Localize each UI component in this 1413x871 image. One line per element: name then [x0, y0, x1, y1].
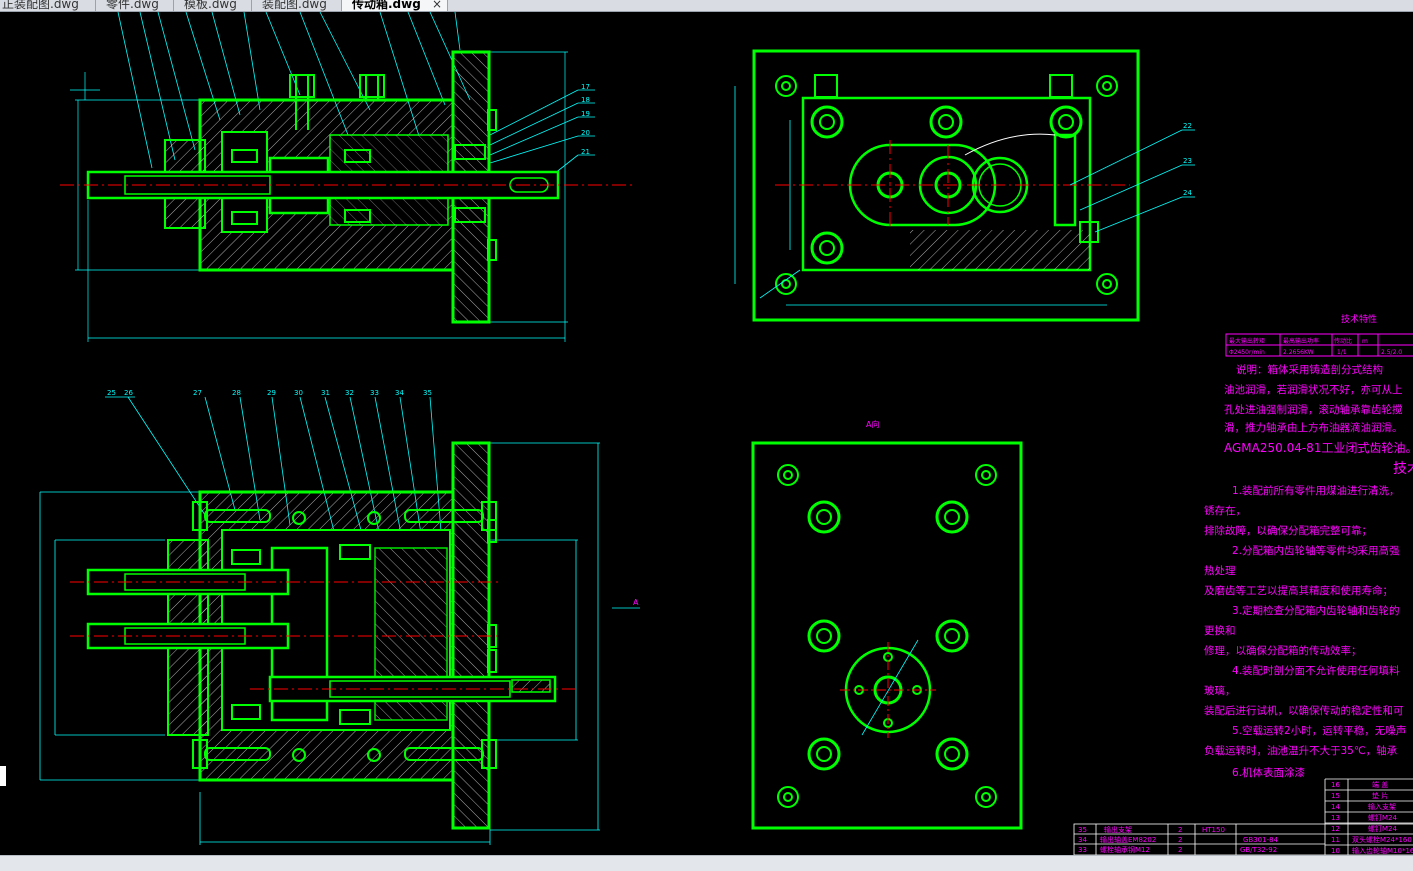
note-line: 油池润滑，若润滑状况不好，亦可从上 — [1224, 383, 1403, 396]
requirement-line: 玻璃， — [1204, 684, 1236, 697]
bom-cell: 端 盖 — [1372, 780, 1388, 789]
view-a-title: A向 — [866, 419, 879, 429]
bom-cell: 2 — [1178, 846, 1182, 854]
callout-18: 18 — [581, 96, 590, 104]
callout-17: 17 — [581, 83, 590, 91]
callout-26: 26 — [124, 389, 133, 397]
requirement-line: 2.分配箱内齿轮轴等零件均采用高强 — [1232, 544, 1400, 557]
tech-title: 技术特性 — [1341, 313, 1377, 325]
bom-cell: 2 — [1178, 836, 1182, 844]
requirement-line: 热处理 — [1204, 564, 1236, 577]
bom-cell: 33 — [1078, 846, 1087, 854]
bottom-leader-lines — [39, 396, 640, 845]
callout-28: 28 — [232, 389, 241, 397]
close-tab-icon[interactable]: × — [432, 0, 443, 11]
tech-value-m: 2.5/2.0 — [1381, 349, 1402, 356]
requirement-line: 更换和 — [1204, 624, 1236, 637]
cad-drawing-canvas[interactable]: 17 18 19 20 21 — [0, 12, 1413, 855]
bom-cell: 14 — [1331, 803, 1340, 811]
status-bar — [0, 855, 1413, 871]
requirement-line: 修理，以确保分配箱的传动效率； — [1204, 644, 1362, 657]
top-section-view: 17 18 19 20 21 — [60, 12, 635, 342]
bom-cell: 输出支架 — [1104, 825, 1132, 834]
end-view-leaders — [734, 86, 1195, 306]
tab-传动箱-active[interactable]: 传动箱.dwg — [342, 0, 448, 11]
bottom-section-view: 25 26 27 28 29 30 31 32 33 34 35 A — [39, 389, 640, 845]
bom-cell: 11 — [1331, 836, 1340, 844]
tech-header-m: m — [1362, 338, 1368, 345]
section-marker-a: A — [633, 598, 639, 607]
bom-cell: 13 — [1331, 814, 1340, 822]
top-callout-numbers: 17 18 19 20 21 — [581, 83, 590, 156]
bom-table: 35 输出支架 2 HT150 34 输出轴盖EM8202 2 GB301-84… — [1073, 778, 1413, 855]
bom-cell: 12 — [1331, 825, 1340, 833]
bom-cell: 输入齿轮轴M10*160 — [1352, 846, 1413, 855]
tech-header-ratio: 传动比 — [1334, 337, 1352, 345]
bom-cell: HT150 — [1202, 826, 1225, 834]
callout-29: 29 — [267, 389, 276, 397]
callout-33: 33 — [370, 389, 379, 397]
bottom-callout-numbers: 25 26 27 28 29 30 31 32 33 34 35 — [107, 389, 432, 397]
note-line: 说明：箱体采用铸造剖分式结构 — [1236, 363, 1383, 376]
requirements-title: 技术 — [1393, 461, 1413, 477]
bom-cell: 10 — [1331, 847, 1340, 855]
callout-30: 30 — [294, 389, 303, 397]
bom-cell: GB301-84 — [1243, 836, 1279, 844]
bom-cell: 垫 片 — [1372, 791, 1388, 800]
callout-20: 20 — [581, 129, 590, 137]
note-line: AGMA250.04-81工业闭式齿轮油。 — [1224, 441, 1413, 455]
note-line: 滑，推力轴承由上方布油器滴油润滑。 — [1224, 421, 1403, 434]
requirement-line: 4.装配时剖分面不允许使用任何填料 — [1232, 664, 1400, 677]
bom-cell: 螺栓轴承钢M12 — [1100, 845, 1150, 854]
bom-cell: 16 — [1331, 781, 1340, 789]
view-a: A向 — [751, 419, 1023, 830]
callout-22: 22 — [1183, 122, 1192, 130]
tech-value-torque: Φ2450r/min — [1229, 349, 1265, 356]
bom-cell: 35 — [1078, 826, 1087, 834]
tab-零件[interactable]: 零件.dwg — [96, 0, 174, 11]
document-tab-bar: 正装配图.dwg 零件.dwg 模板.dwg 装配图.dwg 传动箱.dwg × — [0, 0, 1413, 12]
tech-header-torque: 最大输出转矩 — [1229, 337, 1265, 345]
tech-notes: 技术特性 最大输出转矩 最高输出功率 传动比 m Φ2450r/min 2.26… — [1204, 313, 1413, 779]
callout-35: 35 — [423, 389, 432, 397]
requirement-line: 锈存在， — [1204, 504, 1246, 517]
bom-cell: 2 — [1178, 826, 1182, 834]
note-line: 孔处进油强制润滑，滚动轴承靠齿轮搅 — [1224, 403, 1403, 416]
top-end-view: 22 23 24 — [734, 49, 1195, 322]
bom-cell: 输出轴盖EM8202 — [1100, 835, 1156, 844]
requirement-line: 负载运转时，油池温升不大于35℃，轴承 — [1204, 744, 1398, 757]
tech-value-ratio: 1/1 — [1337, 349, 1347, 356]
bom-cell: 螺钉M24 — [1368, 813, 1397, 822]
bom-cell: 15 — [1331, 792, 1340, 800]
viewport-edge-marker — [0, 766, 6, 786]
callout-31: 31 — [321, 389, 330, 397]
tech-header-power: 最高输出功率 — [1283, 337, 1319, 345]
bom-cell: 螺钉M24 — [1368, 824, 1397, 833]
tech-table — [1225, 333, 1413, 357]
tab-正装配图[interactable]: 正装配图.dwg — [0, 0, 96, 11]
tech-value-power: 2.2656KW — [1283, 349, 1314, 356]
requirement-line: 及磨齿等工艺以提高其精度和使用寿命； — [1204, 584, 1393, 597]
callout-32: 32 — [345, 389, 354, 397]
callout-27: 27 — [193, 389, 202, 397]
callout-21: 21 — [581, 148, 590, 156]
requirement-line: 装配后进行试机，以确保传动的稳定性和可 — [1204, 704, 1404, 717]
bom-cell: 双头螺栓M24*160 — [1352, 835, 1412, 844]
callout-19: 19 — [581, 110, 590, 118]
callout-24: 24 — [1183, 189, 1192, 197]
bom-cell: 输入支架 — [1368, 802, 1396, 811]
requirement-line: 3.定期检查分配箱内齿轮轴和齿轮的 — [1232, 604, 1400, 617]
requirement-line: 5.空载运转2小时，运转平稳，无噪声 — [1232, 724, 1406, 737]
callout-34: 34 — [395, 389, 404, 397]
bom-cell: 34 — [1078, 836, 1087, 844]
callout-23: 23 — [1183, 157, 1192, 165]
tab-装配图[interactable]: 装配图.dwg — [252, 0, 342, 11]
requirement-line: 1.装配前所有零件用煤油进行清洗， — [1232, 484, 1400, 497]
tab-模板[interactable]: 模板.dwg — [174, 0, 252, 11]
bom-cell: GB/T32-92 — [1240, 846, 1277, 854]
callout-25: 25 — [107, 389, 116, 397]
requirement-line: 排除故障，以确保分配箱完整可靠； — [1204, 524, 1372, 537]
requirement-line: 6.机体表面涂漆 — [1232, 766, 1306, 779]
